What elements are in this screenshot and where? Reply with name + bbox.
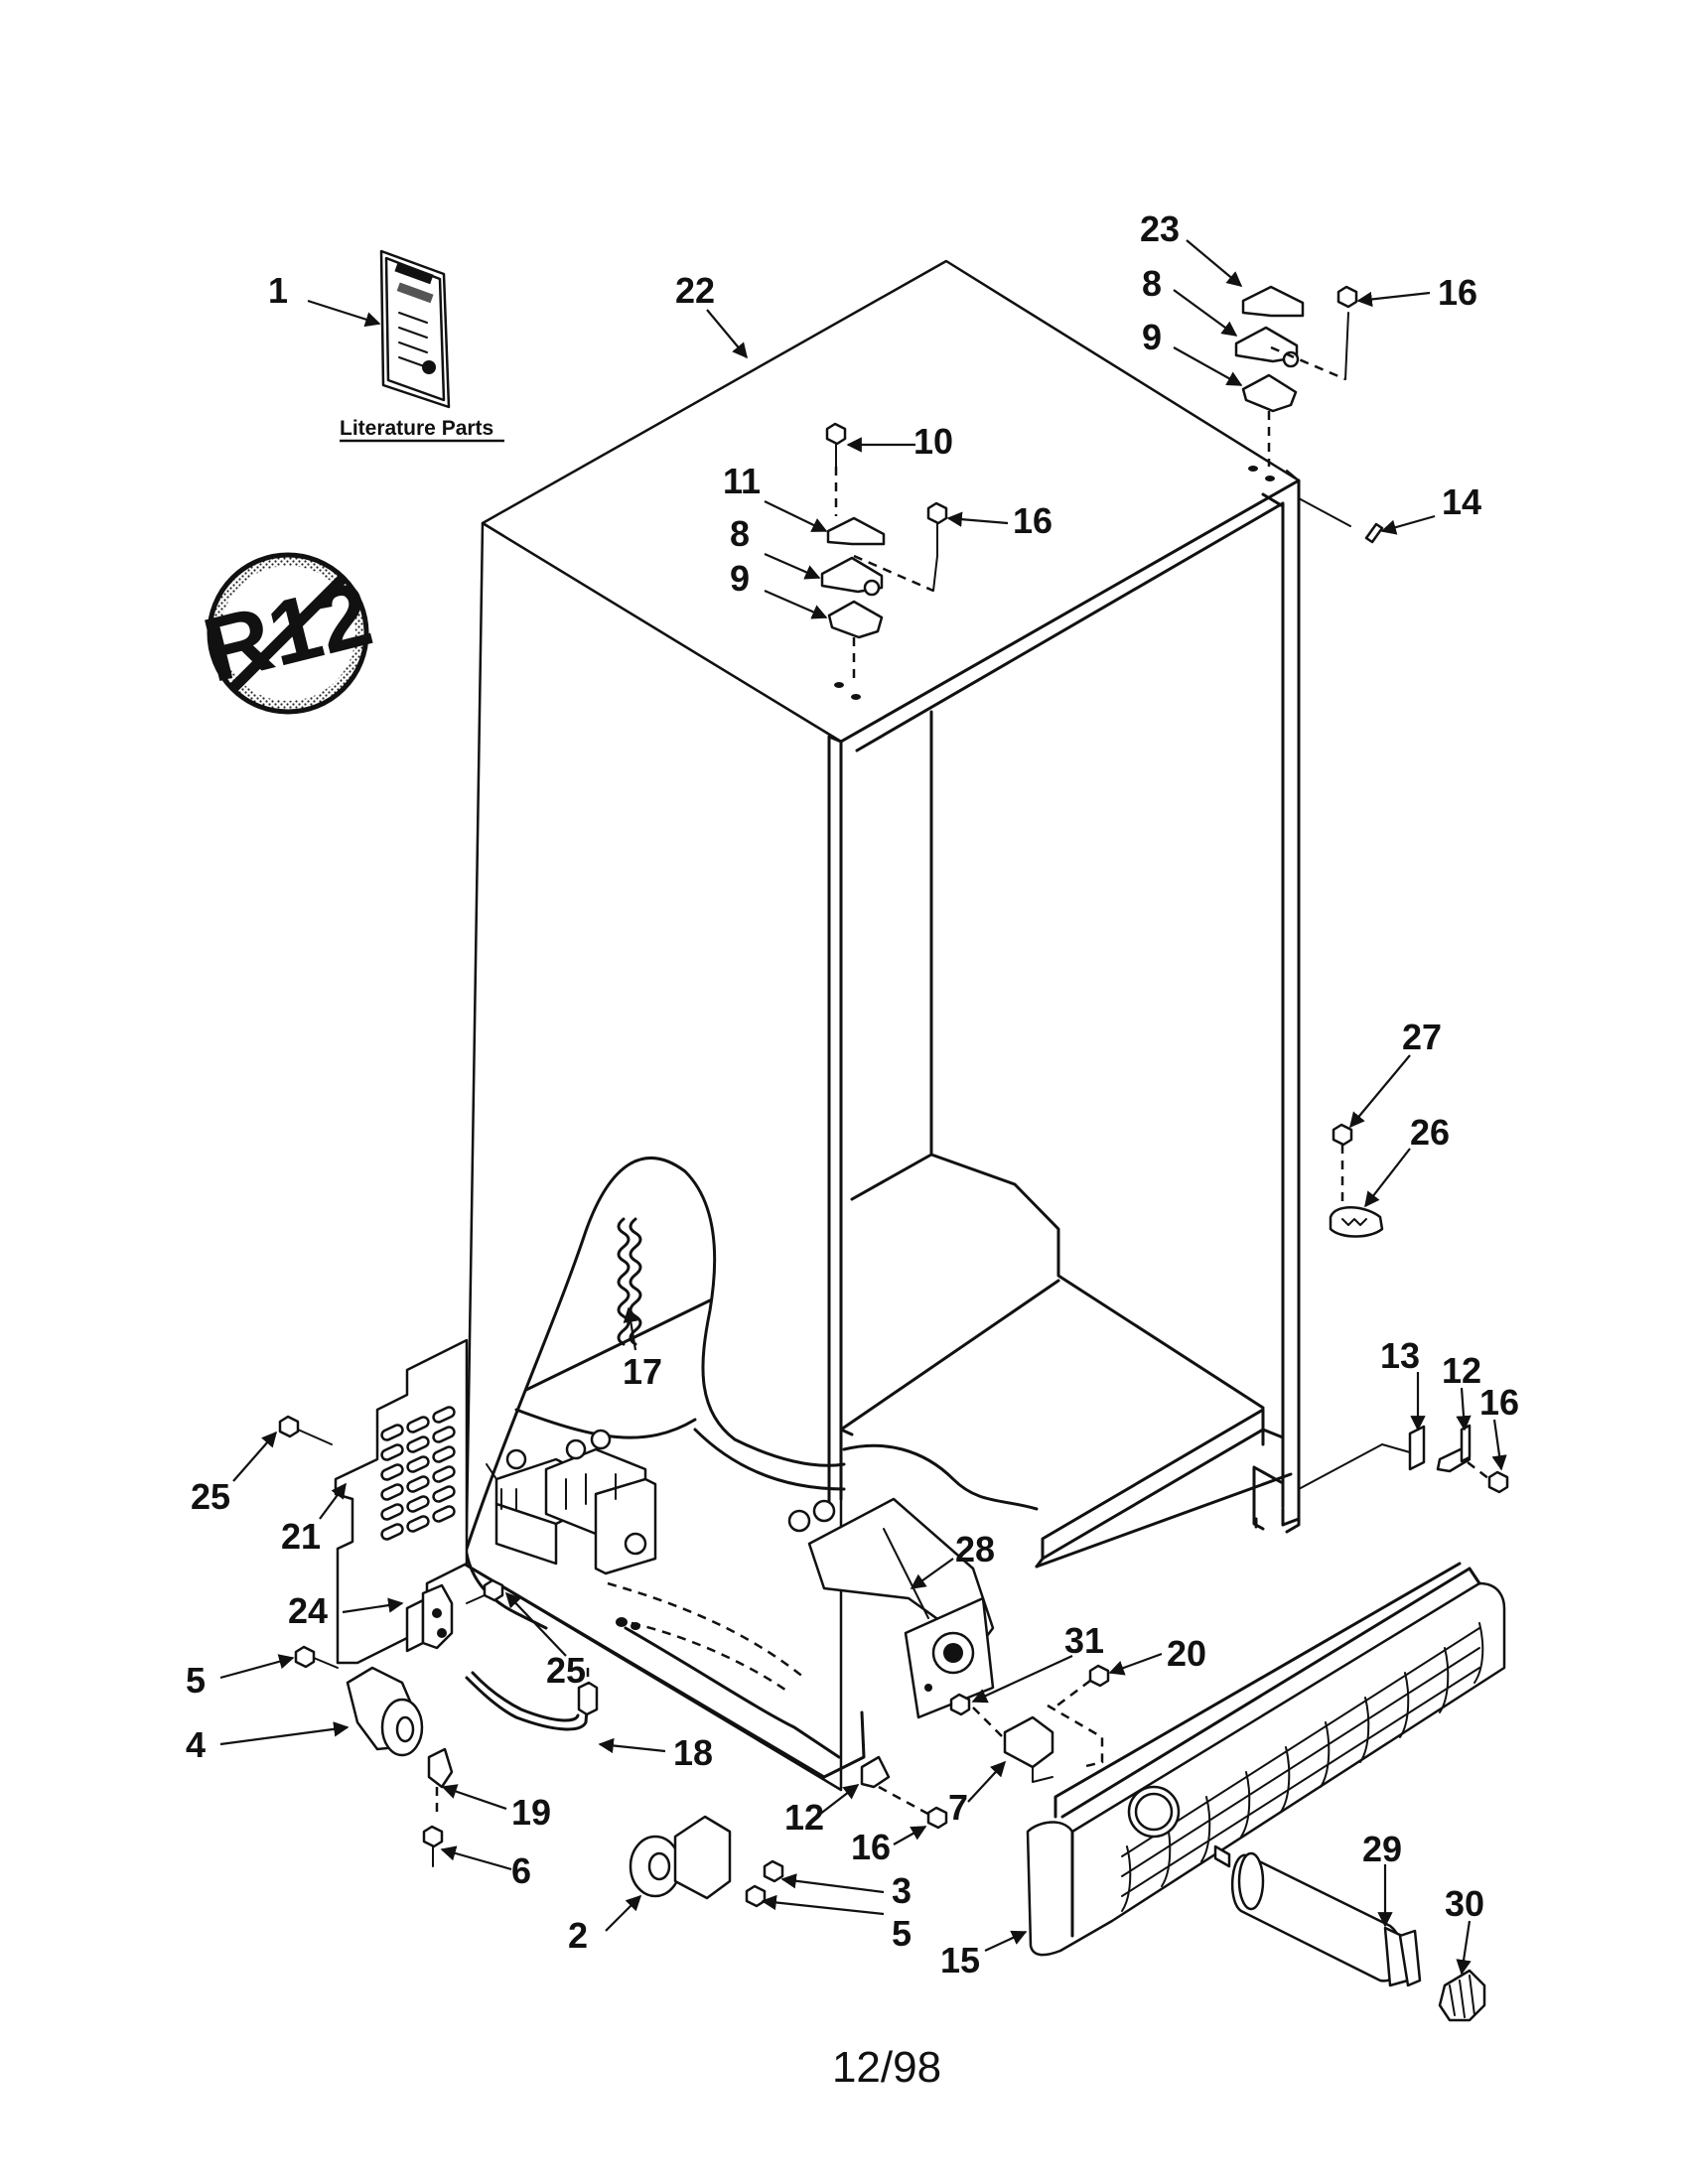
callout-16: 16 xyxy=(851,1827,891,1867)
callout-3: 3 xyxy=(892,1870,912,1911)
water-valve xyxy=(486,1429,657,1575)
callout-25: 25 xyxy=(546,1650,586,1691)
callout-16: 16 xyxy=(1013,500,1052,541)
callout-19: 19 xyxy=(511,1792,551,1833)
date-code: 12/98 xyxy=(832,2043,941,2092)
callout-10: 10 xyxy=(913,421,953,462)
water-filter xyxy=(1213,1844,1422,1987)
callout-5: 5 xyxy=(892,1913,912,1954)
callout-29: 29 xyxy=(1362,1829,1402,1869)
right-bracket-assembly xyxy=(1298,1424,1509,1494)
callout-24: 24 xyxy=(288,1590,328,1631)
callout-20: 20 xyxy=(1167,1633,1206,1674)
lower-hinge-screw xyxy=(1329,1123,1384,1238)
callout-9: 9 xyxy=(1142,317,1162,357)
upper-hinge-left xyxy=(820,422,948,700)
literature-parts-label: Literature Parts xyxy=(340,417,493,440)
leader-lines xyxy=(219,239,1507,1976)
callout-16: 16 xyxy=(1479,1382,1519,1423)
callout-15: 15 xyxy=(940,1940,980,1980)
callout-23: 23 xyxy=(1140,208,1180,249)
callout-31: 31 xyxy=(1064,1620,1104,1661)
water-inlet-tube xyxy=(422,1668,599,1867)
callout-8: 8 xyxy=(730,513,750,554)
front-roller xyxy=(629,1815,784,1908)
callout-28: 28 xyxy=(955,1529,995,1570)
callout-27: 27 xyxy=(1402,1017,1442,1057)
callout-30: 30 xyxy=(1445,1883,1484,1924)
literature-booklet: Literature Parts xyxy=(340,249,504,443)
clip-part xyxy=(1298,497,1384,544)
callout-4: 4 xyxy=(186,1724,206,1765)
callout-14: 14 xyxy=(1442,481,1481,522)
callout-13: 13 xyxy=(1380,1335,1420,1376)
callout-12: 12 xyxy=(784,1797,824,1838)
water-tubing xyxy=(607,1581,805,1695)
callout-18: 18 xyxy=(673,1732,713,1773)
callout-1: 1 xyxy=(268,270,288,311)
callout-22: 22 xyxy=(675,270,715,311)
door-switch xyxy=(949,1664,1110,1783)
callout-21: 21 xyxy=(281,1516,321,1557)
callout-11: 11 xyxy=(723,461,761,501)
callout-7: 7 xyxy=(948,1787,968,1828)
callout-26: 26 xyxy=(1410,1112,1450,1153)
callout-6: 6 xyxy=(511,1850,531,1891)
filter-cap xyxy=(1438,1969,1486,2022)
valve-bracket xyxy=(405,1578,504,1653)
callout-numbers: 1 22 23 8 9 16 10 11 8 16 9 14 27 26 17 … xyxy=(186,208,1519,1980)
callout-5: 5 xyxy=(186,1660,206,1701)
callout-2: 2 xyxy=(568,1915,588,1956)
callout-12: 12 xyxy=(1442,1350,1481,1391)
callout-25: 25 xyxy=(191,1476,230,1517)
callout-8: 8 xyxy=(1142,263,1162,304)
callout-9: 9 xyxy=(730,558,750,599)
base-grille xyxy=(1026,1562,1506,1957)
rear-roller xyxy=(294,1645,424,1757)
callout-17: 17 xyxy=(623,1351,662,1392)
callout-16: 16 xyxy=(1438,272,1477,313)
no-r12-symbol: R12 xyxy=(195,552,381,715)
ice-chute-housing xyxy=(787,1497,995,1719)
upper-hinge-right xyxy=(1234,285,1358,481)
lower-clip xyxy=(860,1755,948,1830)
